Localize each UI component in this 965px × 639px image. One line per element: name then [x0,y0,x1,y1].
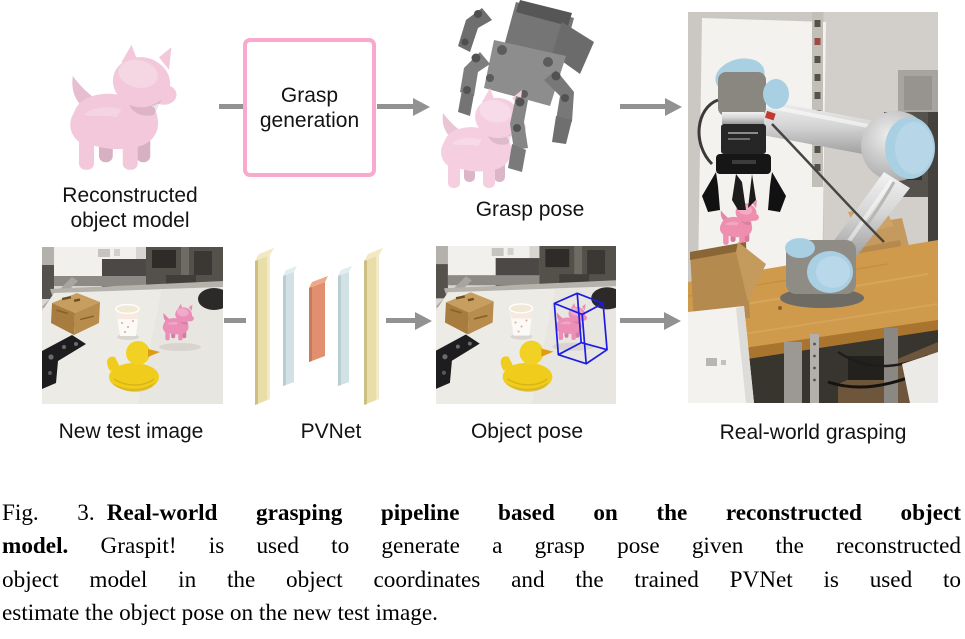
label-line: Grasp pose [475,198,585,221]
real-world-grasping-label: Real-world grasping [720,420,907,445]
reconstructed-model-label: Reconstructed object model [62,183,197,233]
caption-line: Fig. 3. Real-world grasping pipeline base… [2,497,961,530]
grasp-generation-label-line1: Grasp [280,83,339,107]
cable-chain [812,12,823,187]
pvnet-layer-1 [255,248,274,405]
grasp-pose-illustration [441,0,594,188]
gripper-front-fingers [508,96,528,172]
gripper [458,0,594,144]
pvnet-layer-4 [338,266,352,386]
arrow-grasp-pose-to-robot [620,97,682,116]
robot-gripper [716,124,771,174]
caption-line: model. Graspit! is used to generate a gr… [2,530,961,563]
arrow-pvnet-to-pose [386,311,432,330]
robot-arm [697,58,935,308]
connector-model-to-box [219,104,243,109]
robot-gripper-fingers [702,172,786,212]
white-box [688,306,754,403]
pvnet-layer-2 [283,266,297,386]
figure-caption: Fig. 3. Real-world grasping pipeline base… [2,497,961,631]
grasp-pose-label: Grasp pose [476,197,585,222]
caption-text: Graspit! is used to generate a grasp pos… [68,533,961,560]
robot-photo [688,12,938,403]
pvnet-label: PVNet [301,419,362,444]
arrow-pose-to-robot [620,311,681,330]
label-line: object model [70,209,190,232]
label-line: Object pose [470,420,584,443]
connector-image-to-pvnet [224,318,246,323]
caption-line: estimate the object pose on the new test… [2,597,961,630]
reconstructed-model-illustration [70,44,177,170]
arrow-box-to-grasp-pose [377,97,430,116]
test-image-photo [42,247,223,404]
label-line: PVNet [300,420,362,443]
pvnet-diagram [255,248,383,405]
label-line: Real-world grasping [719,421,907,444]
object-pose-label: Object pose [471,419,583,444]
caption-bold-text: model. [2,533,69,560]
pose-bounding-box [553,292,608,365]
caption-text: object model in the object coordinates a… [2,566,961,593]
white-panel [902,352,938,403]
label-line: New test image [58,420,204,443]
caption-text: estimate the object pose on the new test… [2,600,438,627]
caption-line: object model in the object coordinates a… [2,564,961,597]
foreground-box [690,242,766,322]
grasp-generation-box: Grasp generation [243,38,376,177]
caption-bold-text: Real-world grasping pipeline based on th… [106,500,961,526]
label-line: Reconstructed [62,184,198,207]
pvnet-layer-5 [364,248,383,405]
object-pose-photo [436,246,616,404]
grasp-generation-label-line2: generation [259,108,360,132]
caption-text: Fig. 3. [2,500,95,526]
new-test-image-label: New test image [59,419,204,444]
pvnet-layer-3 [309,276,328,362]
